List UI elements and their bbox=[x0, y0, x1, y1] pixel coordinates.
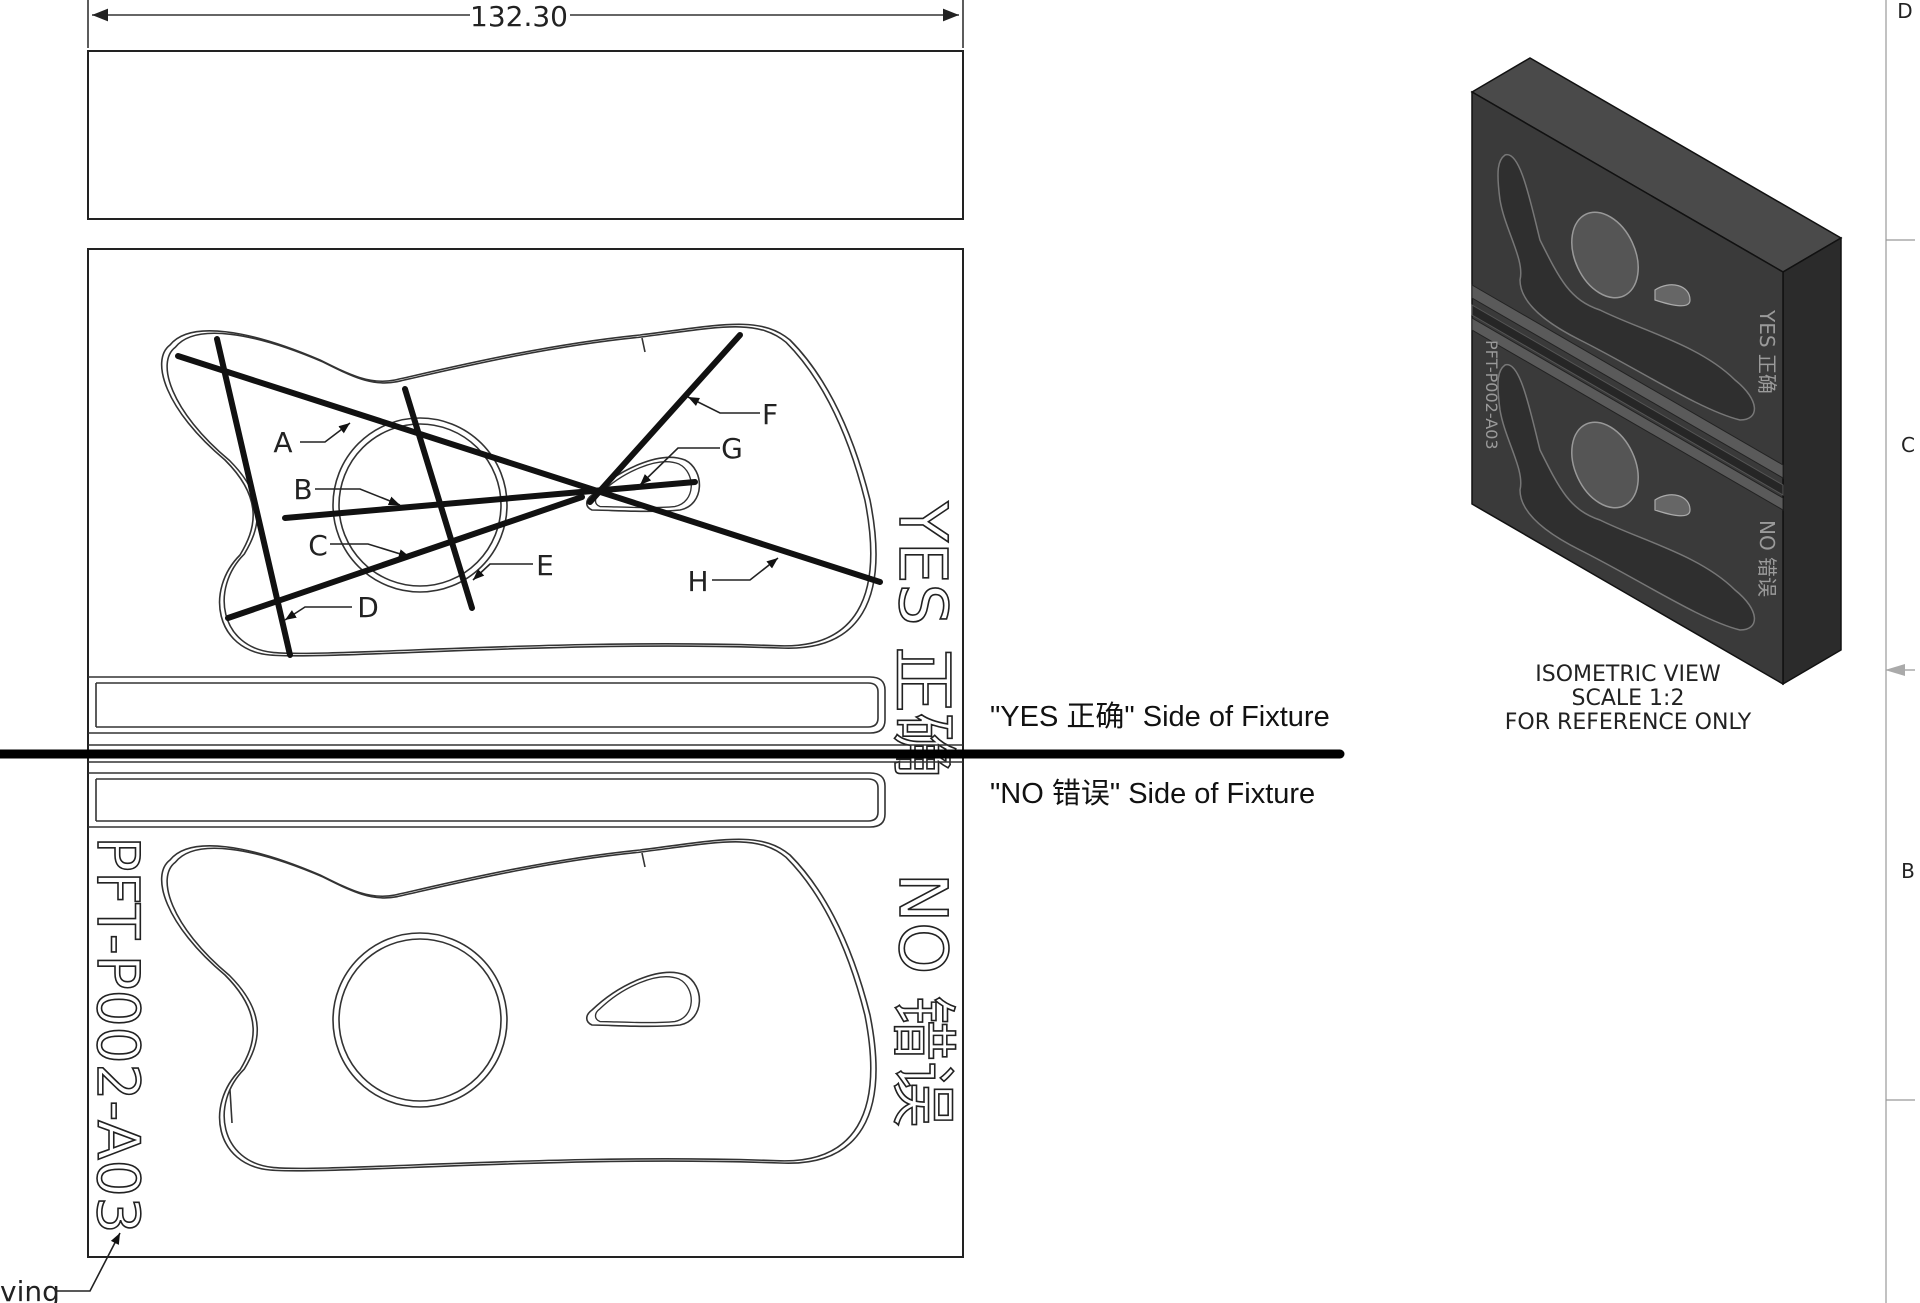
iso-yes-engraving: YES 正确 bbox=[1755, 309, 1779, 394]
iso-part-number-engraving: PFT-P002-A03 bbox=[1482, 340, 1501, 450]
no-side-label: "NO 错误" Side of Fixture bbox=[990, 777, 1315, 810]
callout-f: F bbox=[687, 396, 778, 431]
zone-label-c: C bbox=[1901, 433, 1915, 457]
iso-side-face bbox=[1782, 236, 1842, 686]
iso-caption-note: FOR REFERENCE ONLY bbox=[1505, 710, 1752, 735]
front-view: A B C D E F G H YES 正确 bbox=[83, 248, 964, 1258]
svg-text:H: H bbox=[687, 565, 708, 598]
lower-slot bbox=[88, 772, 886, 828]
zone-label-d: D bbox=[1897, 0, 1912, 23]
iso-caption-scale: SCALE 1:2 bbox=[1572, 686, 1685, 711]
engraving-callout: ving bbox=[0, 1232, 121, 1303]
yes-side-label: "YES 正确" Side of Fixture bbox=[990, 700, 1330, 733]
callout-d: D bbox=[284, 591, 379, 624]
callout-a: A bbox=[273, 422, 351, 459]
part-number-engraving: PFT-P002-A03 bbox=[84, 836, 152, 1233]
top-view-outline bbox=[87, 50, 964, 220]
isometric-view: YES 正确 NO 错误 PFT-P002-A03 bbox=[1470, 57, 1843, 686]
iso-no-engraving: NO 错误 bbox=[1755, 520, 1779, 597]
width-dimension: 132.30 bbox=[87, 0, 964, 48]
zone-label-b: B bbox=[1901, 859, 1915, 883]
svg-text:G: G bbox=[721, 432, 743, 465]
callout-e: E bbox=[472, 549, 554, 582]
callout-c: C bbox=[308, 529, 411, 562]
upper-slot bbox=[88, 676, 886, 734]
svg-text:E: E bbox=[536, 549, 554, 582]
measurement-lines bbox=[175, 332, 883, 658]
svg-text:A: A bbox=[273, 426, 292, 459]
svg-text:D: D bbox=[357, 591, 379, 624]
svg-text:B: B bbox=[293, 473, 312, 506]
svg-text:F: F bbox=[762, 398, 778, 431]
no-engraving: NO 错误 bbox=[884, 873, 961, 1127]
callout-g: G bbox=[639, 432, 743, 486]
callout-h: H bbox=[687, 557, 779, 598]
dimension-value: 132.30 bbox=[470, 0, 568, 33]
iso-caption-title: ISOMETRIC VIEW bbox=[1535, 662, 1721, 687]
yes-engraving: YES 正确 bbox=[884, 501, 961, 779]
yes-circle-pocket bbox=[332, 417, 508, 593]
svg-text:C: C bbox=[308, 529, 328, 562]
no-guitar-pocket bbox=[160, 838, 877, 1172]
callout-b: B bbox=[293, 473, 401, 506]
yes-guitar-pocket bbox=[160, 323, 877, 657]
engraving-callout-text: ving bbox=[0, 1275, 60, 1303]
